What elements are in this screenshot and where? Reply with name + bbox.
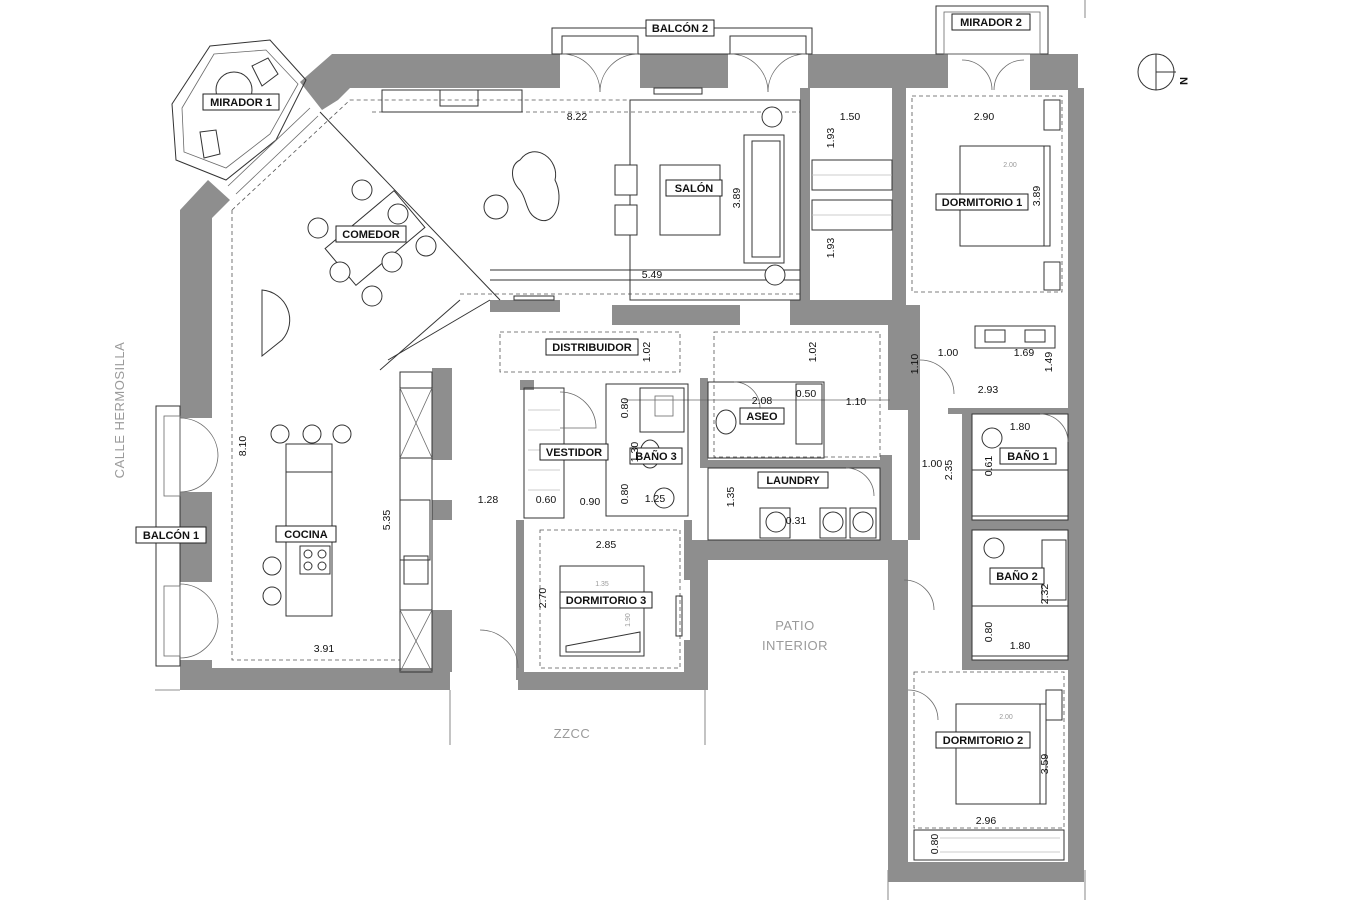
svg-text:MIRADOR 2: MIRADOR 2: [960, 17, 1022, 29]
context-labels: CALLE HERMOSILLA PATIO INTERIOR ZZCC: [112, 342, 828, 741]
dim-0-50: 0.50: [796, 388, 817, 400]
dim-1-10a: 1.10: [846, 396, 867, 408]
label-laundry: LAUNDRY: [757, 471, 829, 489]
dim-0-31: 0.31: [786, 515, 807, 527]
label-distribuidor: DISTRIBUIDOR: [545, 338, 639, 356]
dim-2-70: 2.70: [537, 588, 549, 609]
svg-text:DORMITORIO 3: DORMITORIO 3: [566, 595, 646, 607]
label-balcon-1: BALCÓN 1: [135, 526, 207, 544]
dim-1-49: 1.49: [1043, 352, 1055, 373]
north-label: N: [1177, 77, 1189, 85]
dim-3-89: 3.89: [731, 188, 743, 209]
dim-3-89b: 3.89: [1031, 186, 1043, 207]
dim-0-80a: 0.80: [619, 398, 631, 419]
north-compass: N: [1137, 53, 1189, 91]
dim-1-00b: 1.00: [922, 458, 943, 470]
dim-2-90: 2.90: [974, 111, 995, 123]
label-dormitorio-2: DORMITORIO 2: [935, 731, 1031, 749]
room-labels: BALCÓN 2 MIRADOR 2 MIRADOR 1 COMEDOR SAL…: [135, 13, 1057, 749]
svg-text:BAÑO 1: BAÑO 1: [1007, 450, 1049, 463]
svg-text:DORMITORIO 1: DORMITORIO 1: [942, 197, 1022, 209]
dim-0-90: 0.90: [580, 496, 601, 508]
dim-2-93: 2.93: [978, 384, 999, 396]
svg-text:COCINA: COCINA: [284, 529, 327, 541]
interior-outlines: [231, 87, 1069, 861]
patio-label-line1: PATIO: [775, 618, 815, 633]
dim-3-91: 3.91: [314, 643, 335, 655]
dim-1-25: 1.25: [645, 493, 666, 505]
label-dormitorio-1: DORMITORIO 1: [935, 193, 1029, 211]
dim-1-93a: 1.93: [825, 128, 837, 149]
svg-text:MIRADOR 1: MIRADOR 1: [210, 97, 272, 109]
dim-2-08: 2.08: [752, 395, 773, 407]
dim-1-69: 1.69: [1014, 347, 1035, 359]
label-comedor: COMEDOR: [335, 225, 407, 243]
dim-1-50: 1.50: [840, 111, 861, 123]
interior-walls: [432, 88, 1068, 680]
dim-5-35: 5.35: [381, 510, 393, 531]
dim-1-02a: 1.02: [641, 342, 653, 363]
exterior-walls: [180, 54, 1084, 882]
dim-1-80b: 1.80: [1010, 640, 1031, 652]
label-dormitorio-3: DORMITORIO 3: [559, 591, 653, 609]
dim-2-85: 2.85: [596, 539, 617, 551]
balconies: [155, 5, 1049, 667]
label-salon: SALÓN: [665, 179, 723, 197]
dim-1-30: 1.30: [629, 442, 641, 463]
svg-text:BALCÓN 1: BALCÓN 1: [143, 529, 199, 542]
label-mirador-1: MIRADOR 1: [202, 93, 280, 111]
dimension-labels: 8.22 5.49 3.89 1.50 2.90 1.93 1.93 3.89 …: [237, 111, 1055, 854]
dim-1-35: 1.35: [725, 487, 737, 508]
dim-2-96: 2.96: [976, 815, 997, 827]
dim-2-35: 2.35: [943, 460, 955, 481]
dim-1-10b: 1.10: [909, 354, 921, 375]
dim-1-28: 1.28: [478, 494, 499, 506]
dim-1-35b: 1.35: [595, 581, 609, 588]
svg-text:ASEO: ASEO: [746, 411, 778, 423]
svg-text:SALÓN: SALÓN: [675, 182, 714, 195]
svg-text:BAÑO 2: BAÑO 2: [996, 570, 1038, 583]
label-bano-3: BAÑO 3: [629, 447, 683, 465]
label-mirador-2: MIRADOR 2: [951, 13, 1031, 31]
zzcc-label: ZZCC: [554, 726, 591, 741]
svg-text:VESTIDOR: VESTIDOR: [546, 447, 602, 459]
dim-0-61: 0.61: [983, 456, 995, 477]
dim-0-60: 0.60: [536, 494, 557, 506]
dim-1-90: 1.90: [625, 613, 632, 627]
dim-2-00a: 2.00: [1003, 162, 1017, 169]
dim-0-80d: 0.80: [929, 834, 941, 855]
svg-text:BAÑO 3: BAÑO 3: [635, 450, 677, 463]
label-cocina: COCINA: [275, 525, 337, 543]
patio-label-line2: INTERIOR: [762, 638, 828, 653]
label-aseo: ASEO: [739, 407, 785, 425]
label-vestidor: VESTIDOR: [539, 443, 609, 461]
dim-2-00b: 2.00: [999, 714, 1013, 721]
label-bano-2: BAÑO 2: [989, 567, 1045, 585]
dim-1-80a: 1.80: [1010, 421, 1031, 433]
dim-0-80b: 0.80: [619, 484, 631, 505]
dim-8-22: 8.22: [567, 111, 588, 123]
svg-text:BALCÓN 2: BALCÓN 2: [652, 22, 708, 35]
label-balcon-2: BALCÓN 2: [645, 19, 715, 37]
dim-0-80c: 0.80: [983, 622, 995, 643]
svg-text:LAUNDRY: LAUNDRY: [766, 475, 820, 487]
street-label: CALLE HERMOSILLA: [112, 342, 127, 479]
dim-5-49: 5.49: [642, 269, 663, 281]
svg-text:DORMITORIO 2: DORMITORIO 2: [943, 735, 1023, 747]
dim-2-32: 2.32: [1039, 584, 1051, 605]
dim-1-93b: 1.93: [825, 238, 837, 259]
dim-8-10: 8.10: [237, 436, 249, 457]
svg-text:COMEDOR: COMEDOR: [342, 229, 400, 241]
dim-1-00a: 1.00: [938, 347, 959, 359]
svg-text:DISTRIBUIDOR: DISTRIBUIDOR: [552, 342, 632, 354]
dim-3-59: 3.59: [1039, 754, 1051, 775]
dim-1-02b: 1.02: [807, 342, 819, 363]
label-bano-1: BAÑO 1: [999, 447, 1057, 465]
